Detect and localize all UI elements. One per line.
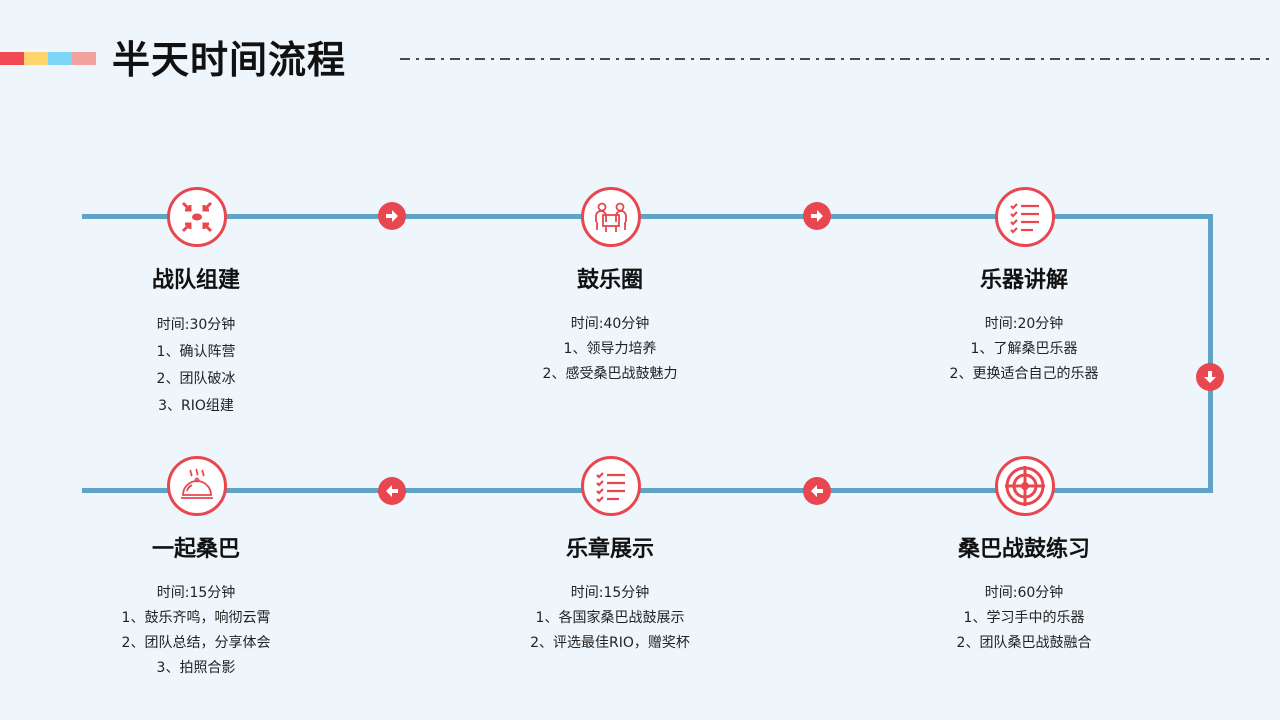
track-bottom xyxy=(82,488,1213,493)
page-title: 半天时间流程 xyxy=(112,38,347,82)
step-item: 2、评选最佳RIO，赠奖杯 xyxy=(530,635,690,651)
title-divider xyxy=(400,58,1270,60)
step-title: 战队组建 xyxy=(151,268,240,293)
step-samba-practice: 桑巴战鼓练习 时间:60分钟 1、学习手中的乐器 2、团队桑巴战鼓融合 xyxy=(894,535,1154,656)
arrow-right-icon xyxy=(803,202,831,230)
step-item: 1、鼓乐齐鸣，响彻云霄 xyxy=(121,610,271,626)
arrow-down-icon xyxy=(1196,363,1224,391)
step-item: 3、RIO组建 xyxy=(158,398,234,414)
step-item: 1、各国家桑巴战鼓展示 xyxy=(535,610,685,626)
serving-dish-icon xyxy=(167,456,227,516)
step-instrument-intro: 乐器讲解 时间:20分钟 1、了解桑巴乐器 2、更换适合自己的乐器 xyxy=(894,266,1154,387)
step-title: 乐器讲解 xyxy=(979,268,1068,293)
arrows-converge-icon xyxy=(167,187,227,247)
step-item: 2、团队破冰 xyxy=(156,371,236,387)
track-top xyxy=(82,214,1213,219)
step-title: 乐章展示 xyxy=(565,537,654,562)
step-item: 3、拍照合影 xyxy=(156,660,236,676)
arrow-left-icon xyxy=(803,477,831,505)
checklist-icon xyxy=(995,187,1055,247)
step-duration: 时间:60分钟 xyxy=(984,585,1064,601)
checklist-icon xyxy=(581,456,641,516)
target-icon xyxy=(995,456,1055,516)
step-item: 2、团队桑巴战鼓融合 xyxy=(956,635,1092,651)
step-item: 2、更换适合自己的乐器 xyxy=(949,366,1099,382)
team-meeting-icon xyxy=(581,187,641,247)
step-duration: 时间:15分钟 xyxy=(156,585,236,601)
step-team-building: 战队组建 时间:30分钟 1、确认阵营 2、团队破冰 3、RIO组建 xyxy=(66,266,326,420)
step-item: 1、领导力培养 xyxy=(563,341,657,357)
accent-color-bar xyxy=(0,52,96,65)
step-item: 1、了解桑巴乐器 xyxy=(970,341,1078,357)
step-duration: 时间:15分钟 xyxy=(570,585,650,601)
step-item: 2、感受桑巴战鼓魅力 xyxy=(542,366,678,382)
arrow-right-icon xyxy=(378,202,406,230)
step-item: 1、学习手中的乐器 xyxy=(963,610,1085,626)
step-duration: 时间:40分钟 xyxy=(570,316,650,332)
step-title: 一起桑巴 xyxy=(151,537,240,562)
step-item: 1、确认阵营 xyxy=(156,344,236,360)
arrow-left-icon xyxy=(378,477,406,505)
step-title: 桑巴战鼓练习 xyxy=(957,537,1090,562)
step-duration: 时间:30分钟 xyxy=(156,317,236,333)
step-performance: 乐章展示 时间:15分钟 1、各国家桑巴战鼓展示 2、评选最佳RIO，赠奖杯 xyxy=(480,535,740,656)
step-duration: 时间:20分钟 xyxy=(984,316,1064,332)
step-samba-together: 一起桑巴 时间:15分钟 1、鼓乐齐鸣，响彻云霄 2、团队总结，分享体会 3、拍… xyxy=(66,535,326,681)
step-drum-circle: 鼓乐圈 时间:40分钟 1、领导力培养 2、感受桑巴战鼓魅力 xyxy=(480,266,740,387)
track-right xyxy=(1208,214,1213,493)
step-title: 鼓乐圈 xyxy=(576,268,643,293)
step-item: 2、团队总结，分享体会 xyxy=(121,635,271,651)
